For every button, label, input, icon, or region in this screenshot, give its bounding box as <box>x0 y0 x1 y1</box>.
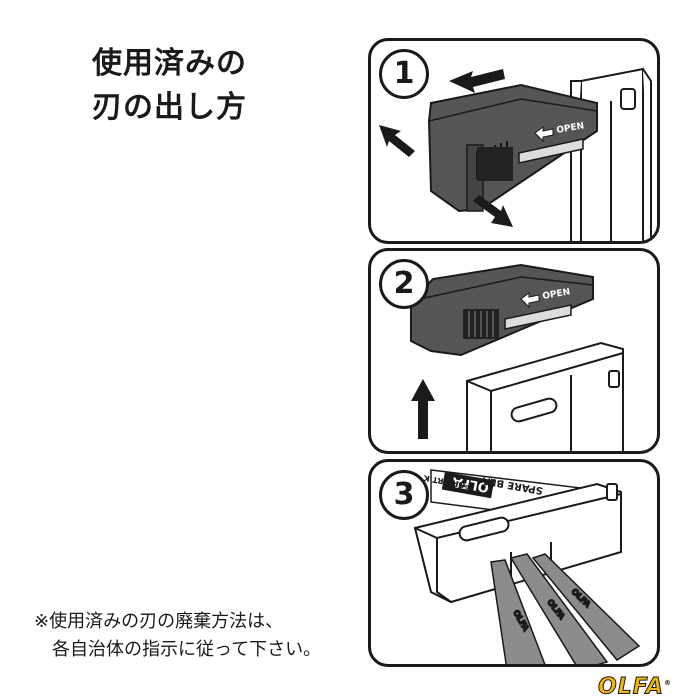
registered-mark: ® <box>663 679 672 687</box>
package-brand: OLFA <box>451 473 490 494</box>
step-1-number: 1 <box>379 49 429 99</box>
title-line-2: 刃の出し方 <box>92 90 247 125</box>
up-arrow-icon <box>411 379 435 439</box>
diagonal-arrow-icon <box>379 125 415 157</box>
step-1-illustration: OPEN <box>379 67 652 241</box>
step-2-illustration: OPEN <box>410 263 624 451</box>
logo-text: OLFA <box>598 674 664 700</box>
open-label: OPEN <box>556 121 585 136</box>
used-blades: OLFA OLFA OLFA <box>490 553 641 664</box>
note-line-1: ※使用済みの刃の廃棄方法は、 <box>34 611 284 632</box>
blade-case <box>570 67 652 241</box>
open-label: OPEN <box>542 287 571 302</box>
step-3-illustration: OLFA SPARE BLA FOR ART K OLFA OLFA OLFA <box>413 469 641 664</box>
dark-lid: OPEN <box>427 83 598 213</box>
blade-case <box>413 482 622 604</box>
step-2-panel: OPEN 2 <box>368 248 660 454</box>
blade-case <box>466 341 624 451</box>
step-3-number: 3 <box>379 470 429 520</box>
note-line-2: 各自治体の指示に従って下さい。 <box>52 639 322 660</box>
disposal-note: ※使用済みの刃の廃棄方法は、 各自治体の指示に従って下さい。 <box>34 608 321 664</box>
step-3-panel: OLFA SPARE BLA FOR ART K OLFA OLFA OLFA … <box>368 459 660 667</box>
page-title: 使用済みの 刃の出し方 <box>92 42 247 130</box>
dark-lid: OPEN <box>410 263 594 357</box>
step-2-number: 2 <box>379 259 429 309</box>
title-line-1: 使用済みの <box>92 46 247 81</box>
arrows <box>379 69 513 227</box>
olfa-logo: OLFA® <box>598 672 690 698</box>
down-right-arrow-icon <box>473 195 513 227</box>
left-arrow-icon <box>449 69 505 93</box>
step-1-panel: OPEN 1 <box>368 38 660 244</box>
